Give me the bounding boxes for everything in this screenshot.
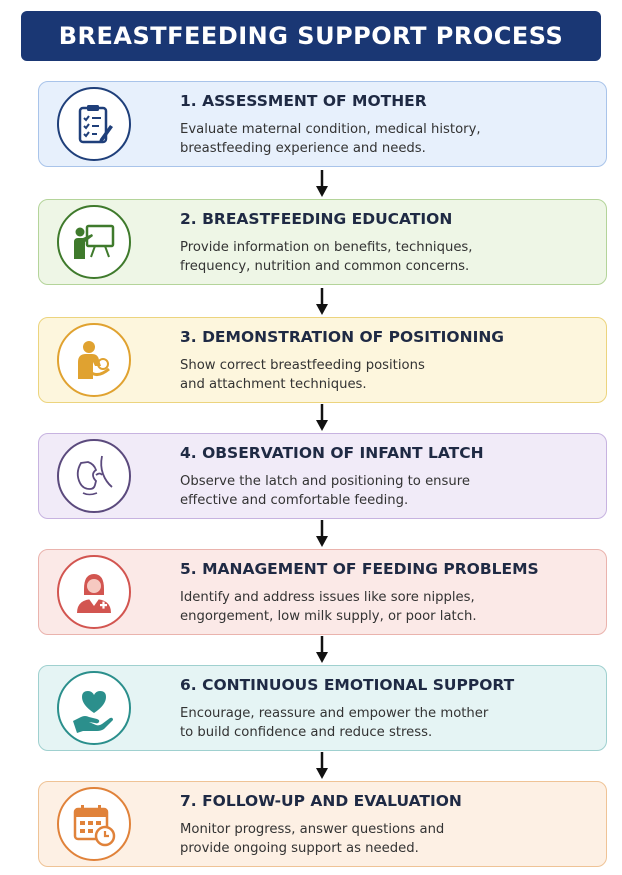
step-1-assessment: 1. ASSESSMENT OF MOTHER Evaluate materna… bbox=[38, 81, 607, 167]
description-line: Identify and address issues like sore ni… bbox=[180, 590, 475, 605]
step-title: 2. BREASTFEEDING EDUCATION bbox=[180, 210, 453, 228]
nurse-icon bbox=[77, 574, 111, 613]
step-title: 3. DEMONSTRATION OF POSITIONING bbox=[180, 328, 505, 346]
step-title: 4. OBSERVATION OF INFANT LATCH bbox=[180, 444, 484, 462]
description-line: Encourage, reassure and empower the moth… bbox=[180, 706, 489, 721]
icon-container bbox=[57, 787, 131, 861]
mother-baby-icon bbox=[78, 341, 110, 379]
title-banner: BREASTFEEDING SUPPORT PROCESS bbox=[21, 11, 601, 61]
down-arrow-icon bbox=[316, 288, 328, 315]
step-3-positioning: 3. DEMONSTRATION OF POSITIONING Show cor… bbox=[38, 317, 607, 403]
description-line: to build confidence and reduce stress. bbox=[180, 725, 433, 740]
step-description: Encourage, reassure and empower the moth… bbox=[180, 704, 600, 742]
step-7-follow-up: 7. FOLLOW-UP AND EVALUATION Monitor prog… bbox=[38, 781, 607, 867]
description-line: engorgement, low milk supply, or poor la… bbox=[180, 609, 477, 624]
step-title: 5. MANAGEMENT OF FEEDING PROBLEMS bbox=[180, 560, 539, 578]
step-description: Evaluate maternal condition, medical his… bbox=[180, 120, 600, 158]
description-line: provide ongoing support as needed. bbox=[180, 841, 419, 856]
description-line: Show correct breastfeeding positions bbox=[180, 358, 425, 373]
icon-container bbox=[57, 205, 131, 279]
icon-container bbox=[57, 555, 131, 629]
icon-container bbox=[57, 671, 131, 745]
infant-latch-icon bbox=[76, 455, 113, 496]
description-line: and attachment techniques. bbox=[180, 377, 367, 392]
step-title: 7. FOLLOW-UP AND EVALUATION bbox=[180, 792, 462, 810]
down-arrow-icon bbox=[316, 520, 328, 547]
step-description: Provide information on benefits, techniq… bbox=[180, 238, 600, 276]
step-title: 1. ASSESSMENT OF MOTHER bbox=[180, 92, 427, 110]
description-line: Provide information on benefits, techniq… bbox=[180, 240, 473, 255]
step-6-emotional-support: 6. CONTINUOUS EMOTIONAL SUPPORT Encourag… bbox=[38, 665, 607, 751]
description-line: effective and comfortable feeding. bbox=[180, 493, 409, 508]
description-line: breastfeeding experience and needs. bbox=[180, 141, 426, 156]
down-arrow-icon bbox=[316, 752, 328, 779]
step-description: Show correct breastfeeding positions and… bbox=[180, 356, 600, 394]
down-arrow-icon bbox=[316, 170, 328, 197]
step-4-latch-observation: 4. OBSERVATION OF INFANT LATCH Observe t… bbox=[38, 433, 607, 519]
clipboard-checklist-icon bbox=[78, 105, 113, 144]
icon-container bbox=[57, 439, 131, 513]
heart-hand-icon bbox=[73, 691, 113, 733]
icon-container bbox=[57, 323, 131, 397]
step-title: 6. CONTINUOUS EMOTIONAL SUPPORT bbox=[180, 676, 515, 694]
description-line: Observe the latch and positioning to ens… bbox=[180, 474, 471, 489]
description-line: frequency, nutrition and common concerns… bbox=[180, 259, 470, 274]
step-description: Observe the latch and positioning to ens… bbox=[180, 472, 600, 510]
down-arrow-icon bbox=[316, 404, 328, 431]
description-line: Monitor progress, answer questions and bbox=[180, 822, 445, 837]
teacher-board-icon bbox=[74, 224, 115, 259]
icon-container bbox=[57, 87, 131, 161]
step-5-feeding-problems: 5. MANAGEMENT OF FEEDING PROBLEMS Identi… bbox=[38, 549, 607, 635]
step-description: Identify and address issues like sore ni… bbox=[180, 588, 600, 626]
page-title: BREASTFEEDING SUPPORT PROCESS bbox=[58, 22, 564, 50]
step-description: Monitor progress, answer questions and p… bbox=[180, 820, 600, 858]
description-line: Evaluate maternal condition, medical his… bbox=[180, 122, 481, 137]
down-arrow-icon bbox=[316, 636, 328, 663]
step-2-education: 2. BREASTFEEDING EDUCATION Provide infor… bbox=[38, 199, 607, 285]
calendar-clock-icon bbox=[73, 805, 116, 847]
